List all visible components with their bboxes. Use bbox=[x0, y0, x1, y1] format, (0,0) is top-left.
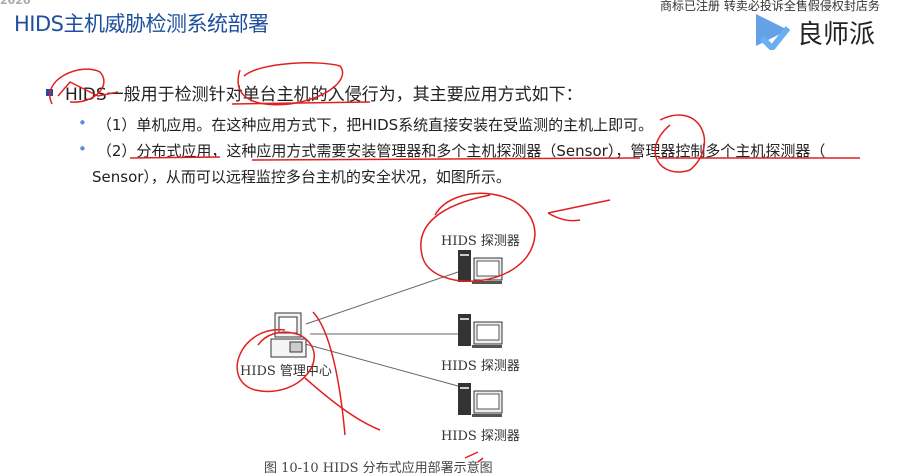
sensor-label: HIDS 探测器 bbox=[441, 234, 520, 249]
bullet-square-icon bbox=[46, 89, 53, 96]
sub-item-text: （2）分布式应用，这种应用方式需要安装管理器和多个主机探测器（Sensor），管… bbox=[96, 142, 826, 160]
manager-computer-icon bbox=[270, 312, 307, 358]
figure-caption: 图 10-10 HIDS 分布式应用部署示意图 bbox=[264, 461, 493, 476]
sub-item-text: （1）单机应用。在这种应用方式下，把HIDS系统直接安装在受监测的主机上即可。 bbox=[96, 116, 654, 134]
logo-text: 良师派 bbox=[797, 20, 876, 50]
sensor-label: HIDS 探测器 bbox=[441, 429, 520, 444]
sub-item: • （1）单机应用。在这种应用方式下，把HIDS系统直接安装在受监测的主机上即可。 bbox=[78, 114, 653, 135]
sensor-computer-icon bbox=[458, 383, 503, 417]
sub-item: • （2）分布式应用，这种应用方式需要安装管理器和多个主机探测器（Sensor），… bbox=[78, 140, 825, 161]
bullet-dot-icon: • bbox=[78, 114, 87, 132]
sensor-computer-icon bbox=[458, 314, 503, 348]
watermark: 2020 bbox=[0, 0, 31, 7]
sensor-computer-icon bbox=[458, 250, 503, 284]
sub-item-continuation: Sensor），从而可以远程监控多台主机的安全状况，如图所示。 bbox=[92, 168, 511, 186]
sensor-label: HIDS 探测器 bbox=[441, 359, 520, 374]
trademark-notice: 商标已注册 转卖必投诉全售假侵权封店务 bbox=[660, 0, 880, 13]
play-logo-icon bbox=[752, 10, 792, 54]
manager-label: HIDS 管理中心 bbox=[240, 364, 332, 379]
slide-title: HIDS主机威胁检测系统部署 bbox=[14, 12, 269, 36]
bullet-text: HIDS一般用于检测针对单台主机的入侵行为，其主要应用方式如下： bbox=[65, 85, 583, 105]
main-bullet: HIDS一般用于检测针对单台主机的入侵行为，其主要应用方式如下： bbox=[46, 80, 583, 105]
bullet-dot-icon: • bbox=[78, 140, 87, 158]
